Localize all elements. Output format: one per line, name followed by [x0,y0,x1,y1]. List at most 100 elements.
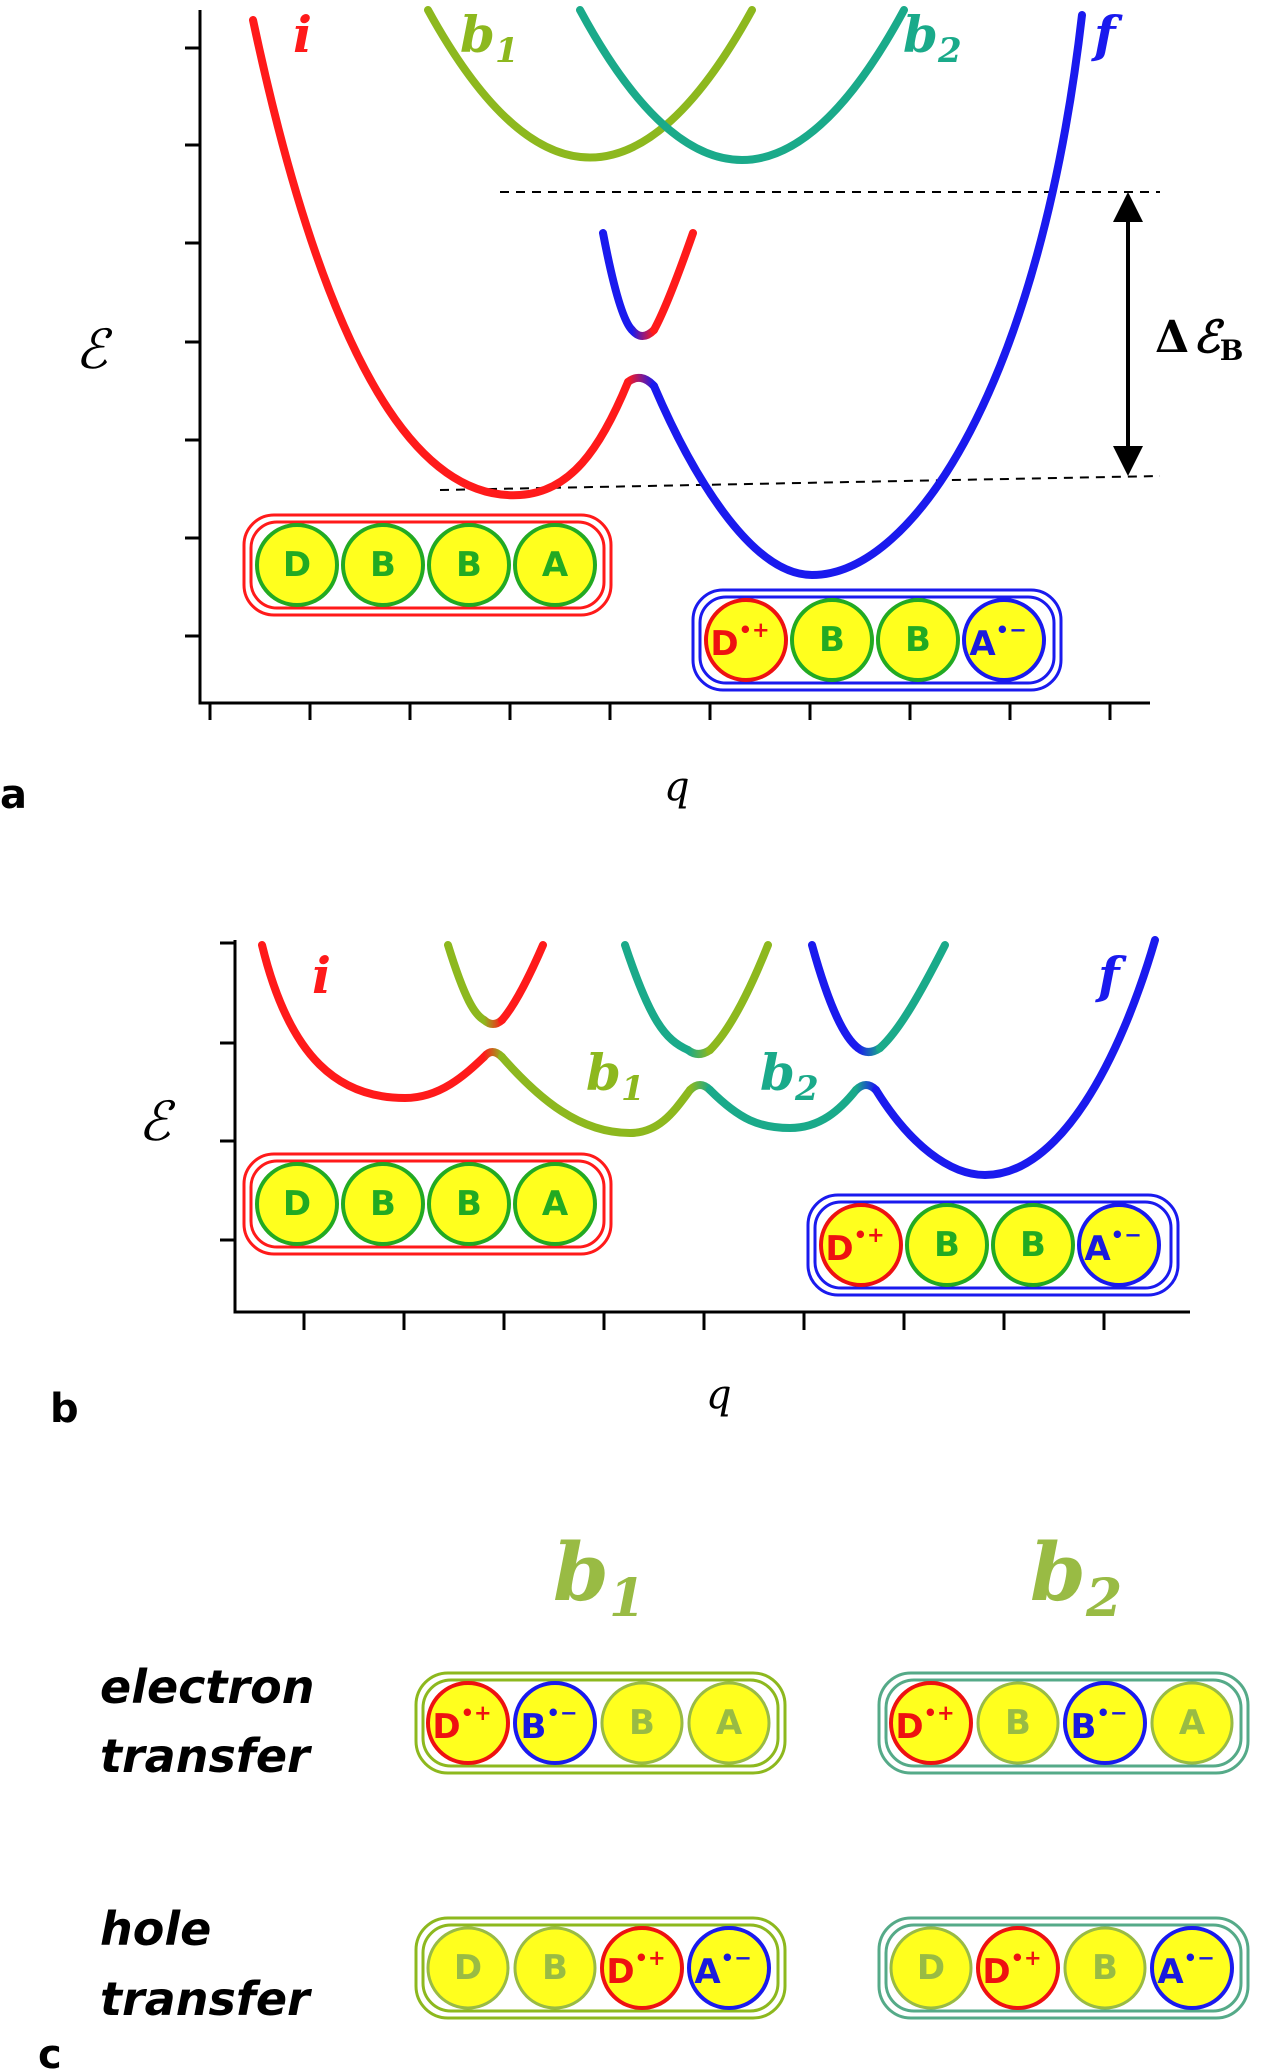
chain-text: A•− [694,1946,751,1992]
row-label-transfer: transfer [100,1729,313,1783]
chain-circle-b [905,1203,989,1287]
chain-text: A•− [1157,1946,1214,1992]
panel-b-upper-2-left [621,941,692,1054]
chain-text: B [370,545,396,585]
panel-b-x-ticks [302,1312,1106,1330]
chain-circle-b [427,523,511,607]
panel-a-x-ticks [208,703,1112,720]
chain-circle-b [341,1162,425,1246]
chain-circle-a-anion [962,598,1046,682]
panel-a-i-upper-branch [650,229,697,334]
chain-text: A•− [969,618,1026,664]
panel-b-b1-curve [498,1053,694,1137]
chain-text: B [934,1225,960,1265]
panel-b-i-curve [258,941,488,1102]
chain-circle-a [513,1162,597,1246]
chain-circle-b [427,1162,511,1246]
chain-text: D [283,545,311,585]
chain-text: D [283,1184,311,1224]
chain-circle-b [341,523,425,607]
panel-b-label-b2: b2 [760,1043,819,1109]
panel-b-upper-3-right [876,941,949,1052]
panel-a: i b1 b2 f ΔℰB ℰ q a D B B A [0,5,1243,818]
chain-text: D•+ [982,1946,1041,1992]
panel-b-axes [233,940,1190,1314]
chain-text: B•− [1071,1701,1128,1747]
et-b1-chain: D•+ B•− B A [414,1671,787,1775]
chain-text: A [1179,1703,1206,1743]
panel-a-i-lower-curve [249,16,632,500]
panel-b-label-f: f [1095,946,1127,1005]
barrier-label: ΔℰB [1155,312,1243,367]
chain-text: B [542,1948,568,1988]
chain-circle-b [991,1203,1075,1287]
chain-text: B [905,620,931,660]
chain-text: D•+ [606,1946,665,1992]
row-label-hole: hole [100,1902,211,1956]
panel-b: i b1 b2 f ℰ q b D B B A D•+ [50,936,1190,1432]
chain-text: B [629,1703,655,1743]
chain-text: B [819,620,845,660]
panel-a-final-chain: D•+ B B A•− [691,588,1063,692]
chain-text: D•+ [432,1701,491,1747]
et-b2-chain: D•+ B B•− A [877,1671,1250,1775]
panel-a-label-b2: b2 [903,5,962,71]
chain-circle-d [255,523,339,607]
chain-text: D•+ [895,1701,954,1747]
chain-circle-a [513,523,597,607]
panel-c-letter: c [38,2032,62,2070]
panel-a-letter: a [0,772,27,818]
chain-circle-b [876,598,960,682]
panel-b-upper-1-right [498,941,547,1024]
chain-text: D•+ [710,618,769,664]
chain-text: D•+ [825,1223,884,1269]
row-label-electron: electron [100,1660,314,1714]
chain-text: D [454,1948,482,1988]
chain-circle-b [790,598,874,682]
panel-a-axes [198,10,1150,705]
panel-b-y-ticks [220,941,235,1242]
ht-b2-chain: D D•+ B A•− [877,1916,1250,2020]
chain-text: A [716,1703,743,1743]
panel-a-y-ticks [185,46,200,638]
panel-c: b1 b2 electron transfer hole transfer c … [38,1525,1250,2070]
panel-a-label-f: f [1091,5,1123,64]
chain-circle-d-cation [704,598,788,682]
chain-text: B [1092,1948,1118,1988]
panel-b-label-b1: b1 [586,1043,645,1109]
panel-a-label-b1: b1 [460,5,519,71]
panel-a-f-upper-branch [599,229,636,334]
chain-circle-d-cation [819,1203,903,1287]
ht-b1-chain: D B D•+ A•− [414,1916,787,2020]
panel-a-x-axis-label: q [664,764,690,810]
chain-circle-d [255,1162,339,1246]
panel-b-upper-2-right [706,941,772,1054]
row-label-transfer: transfer [100,1972,313,2026]
chain-text: A [542,1184,569,1224]
chain-text: B [456,545,482,585]
panel-b-b2-curve [706,1086,860,1132]
panel-b-y-axis-label: ℰ [138,1090,176,1153]
chain-text: A [542,545,569,585]
panel-b-initial-chain: D B B A [242,1152,613,1256]
panel-b-letter: b [50,1386,79,1432]
panel-a-label-i: i [293,5,312,64]
chain-text: B•− [521,1701,578,1747]
panel-b-upper-3-left [808,941,862,1052]
panel-c-column-b2: b2 [1030,1525,1122,1629]
panel-a-lower-dashed-line [439,475,1161,491]
panel-b-f-curve [872,936,1159,1179]
chain-circle-a-anion [1077,1203,1161,1287]
chain-text: B [370,1184,396,1224]
chain-text: B [1020,1225,1046,1265]
panel-a-y-axis-label: ℰ [75,318,113,381]
chain-text: B [1005,1703,1031,1743]
chain-text: D [917,1948,945,1988]
panel-b-label-i: i [312,946,331,1005]
panel-a-b2-curve [576,6,908,164]
panel-a-b1-curve [424,6,756,162]
panel-a-initial-chain: D B B A [242,513,613,617]
panel-b-upper-1-left [444,941,488,1024]
panel-a-lower-crossing [624,373,658,390]
